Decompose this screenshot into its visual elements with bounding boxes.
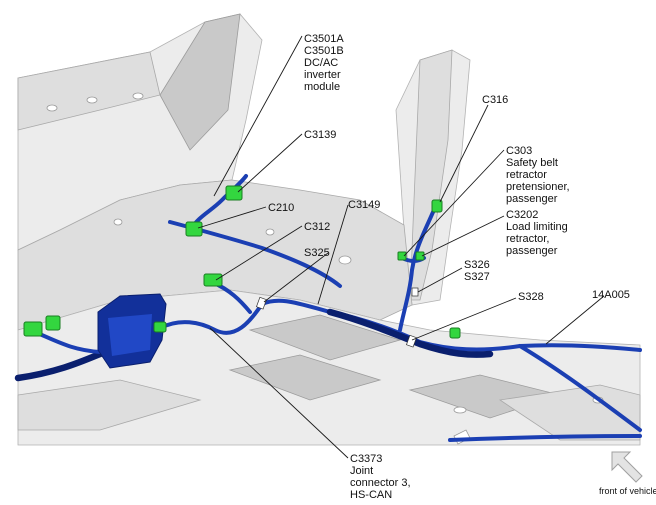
callout-c3202: C3202 Load limiting retractor, passenger [506,209,571,257]
leader-lines [197,35,605,459]
callout-c3149: C3149 [348,199,380,211]
callout-s325: S325 [304,247,330,259]
connector-c3202 [415,251,425,261]
callout-c312: C312 [304,221,330,233]
wiring-harness [14,174,642,442]
connector-c210 [185,221,203,237]
callout-c303: C303 Safety belt retractor pretensioner,… [506,145,573,205]
callout-14a005: 14A005 [592,289,630,301]
connector-c3373 [153,321,167,333]
connector-s328-area [449,327,461,339]
connector-left-2 [45,315,61,331]
callout-c3501: C3501A C3501B DC/AC inverter module [304,33,347,93]
connector-left-1 [23,321,43,337]
callout-c316: C316 [482,94,508,106]
callout-c210: C210 [268,202,294,214]
front-indicator: front of vehicle [599,451,656,496]
connector-c3139 [225,185,243,201]
callout-c3139: C3139 [304,129,336,141]
connector-c316 [431,199,443,213]
connectors [23,185,461,339]
callout-s326-s327: S326 S327 [464,259,493,283]
connector-c303 [397,251,407,261]
callout-s328: S328 [518,291,544,303]
front-of-vehicle-label: front of vehicle [599,486,656,496]
vehicle-body [17,13,641,446]
connector-c312 [203,273,223,287]
callout-c3373: C3373 Joint connector 3, HS-CAN [350,453,414,501]
callouts: C3501A C3501B DC/AC inverter module C313… [268,33,630,501]
arrow-up-left-icon [611,451,643,483]
